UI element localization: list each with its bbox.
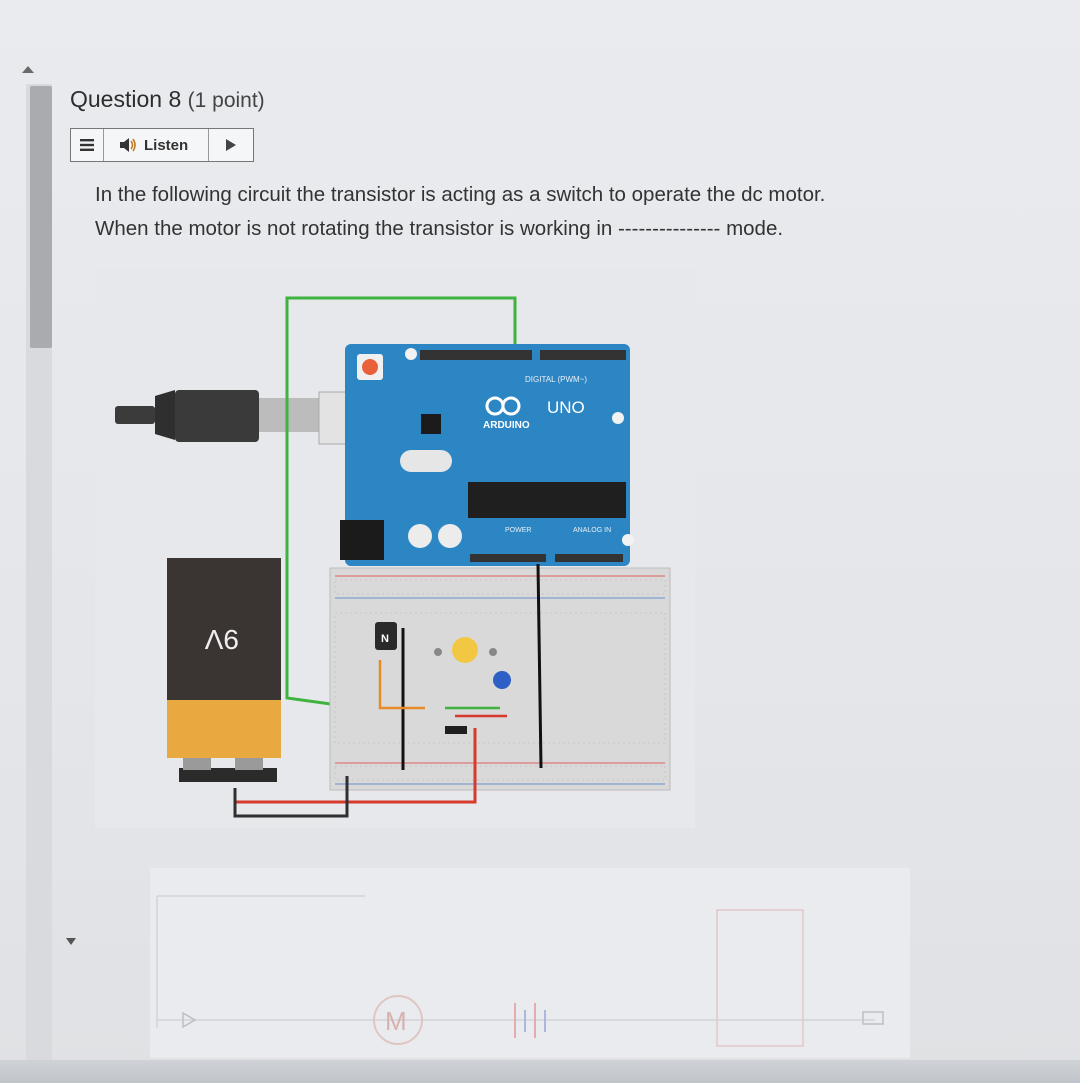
scrollbar-thumb[interactable] [30,86,52,348]
question-title: Question 8 (1 point) [70,86,265,113]
power-label: POWER [505,527,531,534]
scroll-up-icon[interactable] [22,66,34,73]
taskbar [0,1060,1080,1083]
play-button[interactable] [209,129,253,161]
question-number: Question 8 [70,86,182,112]
readspeaker-toolbar: Listen [70,128,254,162]
arduino-board: DIGITAL (PWM~) UNO ARDUINO POWER ANALOG … [340,344,634,566]
led-icon [493,671,511,689]
scroll-down-icon[interactable] [66,938,76,945]
motor-symbol-label: M [385,1006,407,1036]
uno-label: UNO [547,398,585,417]
motor-shaft-icon [452,637,478,663]
diode-icon [182,1011,197,1029]
question-points: (1 point) [187,89,265,112]
play-icon [226,139,236,151]
motor-symbol-icon [373,995,423,1045]
transistor-label: N [381,633,389,645]
question-text-line-2: When the motor is not rotating the trans… [95,217,784,240]
circuit-figure: DIGITAL (PWM~) UNO ARDUINO POWER ANALOG … [95,268,910,1058]
analog-label: ANALOG IN [573,527,611,534]
question-text-line-1: In the following circuit the transistor … [95,183,826,206]
green-wire-loop [285,296,517,708]
schematic-faint: M [156,895,884,1047]
arduino-label: ARDUINO [483,420,530,431]
digital-label: DIGITAL (PWM~) [525,375,587,384]
speaker-icon [120,138,136,152]
listen-label: Listen [144,136,189,154]
breadboard: N [233,563,671,818]
menu-icon [80,139,94,151]
menu-button[interactable] [71,129,104,161]
listen-button[interactable]: Listen [104,129,209,161]
battery-9v: 9V [167,558,281,782]
battery-label: 9V [204,624,239,655]
question-text: In the following circuit the transistor … [95,178,955,246]
